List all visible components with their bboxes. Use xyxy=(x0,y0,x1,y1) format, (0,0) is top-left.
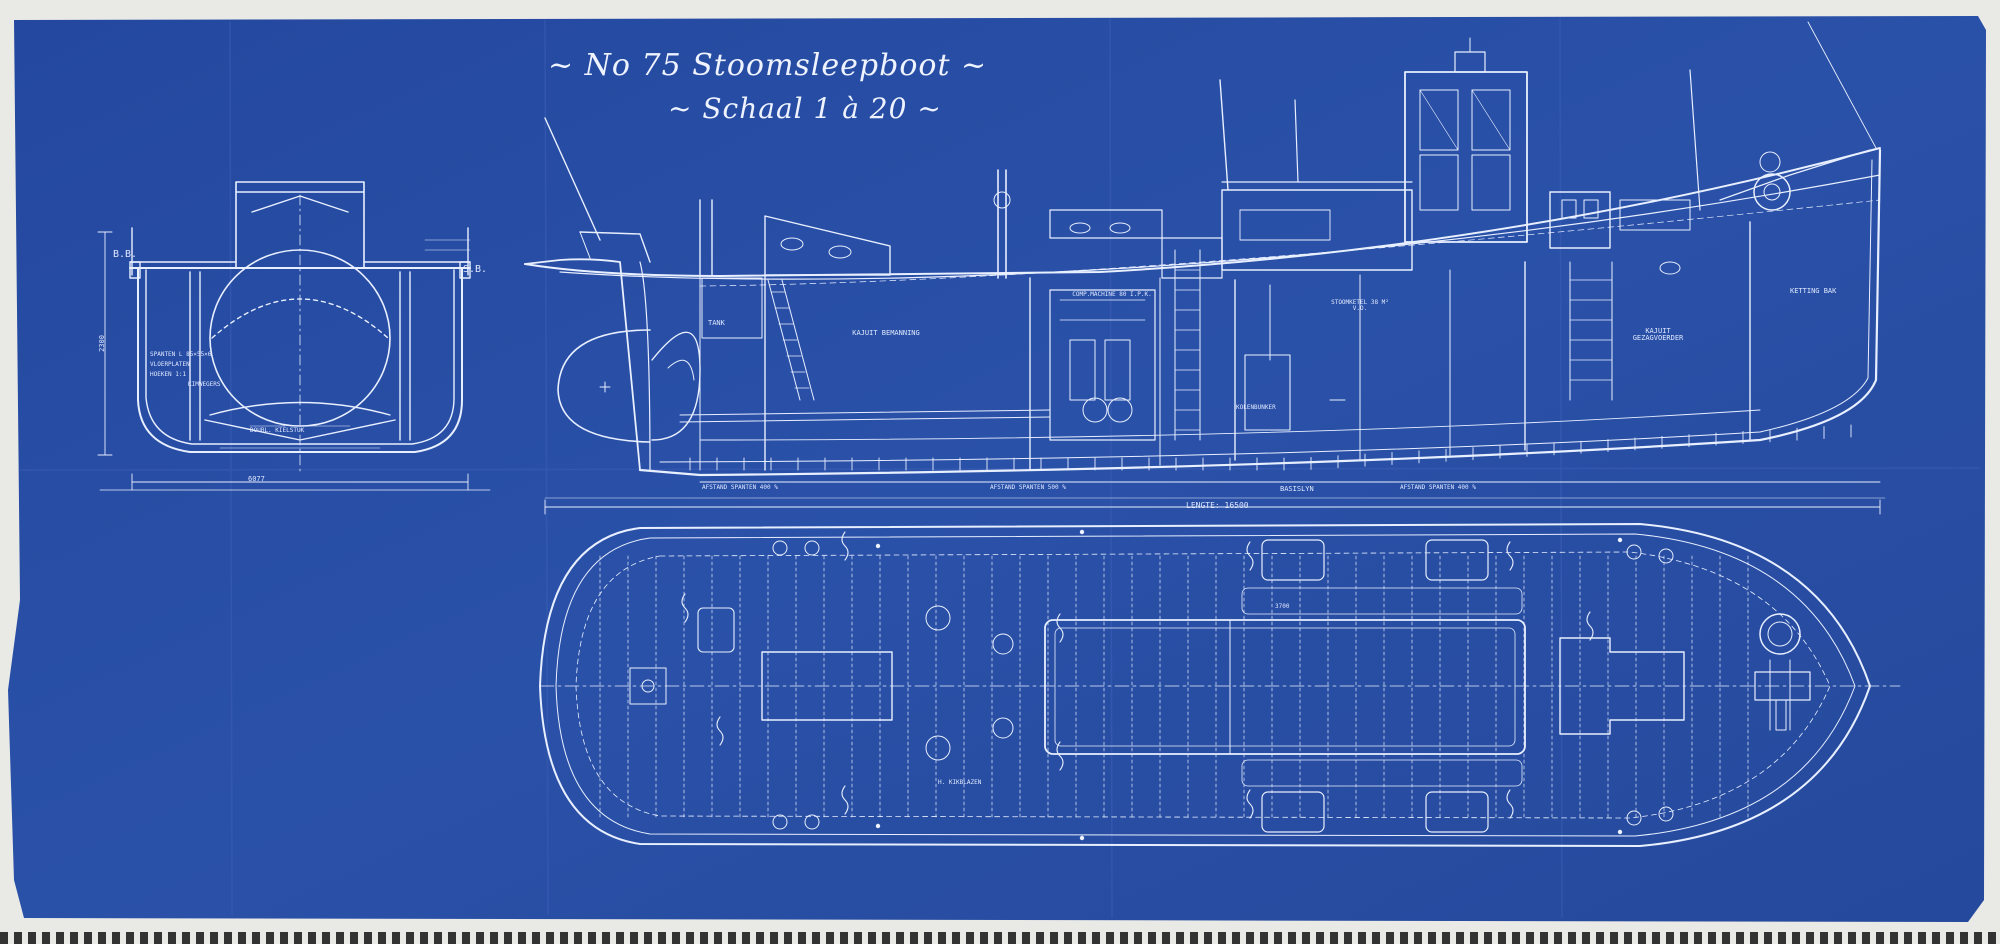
frame-spacing-mid: AFSTAND SPANTEN 500 % xyxy=(990,484,1066,491)
section-note: HOEKEN 1:1 xyxy=(150,371,187,378)
port-label: B.B. xyxy=(113,249,138,260)
section-note: DOUBL. KIELSTUK xyxy=(250,427,305,434)
scan-edge xyxy=(0,932,2000,944)
room-label-boiler: STOOMKETEL 38 M² V.O. xyxy=(1331,299,1389,312)
section-note: KIMWEGERS xyxy=(188,381,221,388)
baseline-label: BASISLYN xyxy=(1280,485,1314,493)
drawing-title: ~ No 75 Stoomsleepboot ~ xyxy=(548,48,988,83)
deck-points xyxy=(875,529,1623,841)
room-label-chain-locker: KETTING BAK xyxy=(1790,287,1837,295)
section-height-dim: 2300 xyxy=(97,335,106,352)
drawing-scale: ~ Schaal 1 à 20 ~ xyxy=(668,92,942,125)
room-label-engine: COMP.MACHINE 80 I.P.K. xyxy=(1072,291,1152,298)
midship-section xyxy=(97,181,491,491)
side-profile xyxy=(524,21,1886,515)
room-label-crew-cabin: KAJUIT BEMANNING xyxy=(852,329,920,337)
plan-note: H. KIKBLAZEN xyxy=(938,779,982,786)
frame-spacing-fwd: AFSTAND SPANTEN 400 % xyxy=(1400,484,1476,491)
frame-spacing-aft: AFSTAND SPANTEN 400 % xyxy=(702,484,778,491)
frame-ticks xyxy=(689,424,1852,471)
section-width-dim: 6077 xyxy=(248,475,265,483)
room-label-tank: TANK xyxy=(708,319,725,327)
plan-hatch-dim: 3700 xyxy=(1275,603,1290,610)
overall-length: LENGTE: 16500 xyxy=(1186,501,1249,510)
section-note: SPANTEN L 85×55×6 xyxy=(150,351,212,358)
room-label-coal-bunker: KOLENBUNKER xyxy=(1236,404,1276,411)
deck-plan xyxy=(539,523,1901,847)
section-note: VLOERPLATEN xyxy=(150,361,190,368)
starboard-label: S.B. xyxy=(463,264,488,275)
room-label-captain-cabin: KAJUIT GEZAGVOERDER xyxy=(1632,327,1684,342)
